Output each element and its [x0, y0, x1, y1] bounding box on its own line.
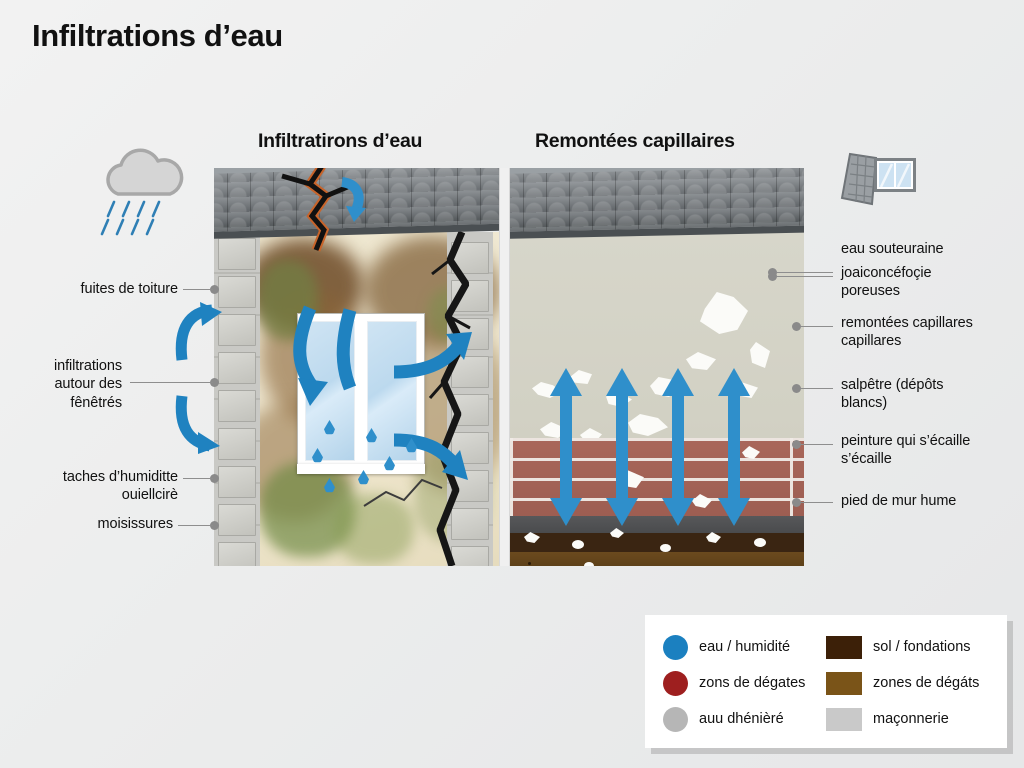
leader-dot [792, 322, 801, 331]
exterior-arrow-down [175, 395, 220, 454]
legend-swatch [663, 670, 688, 696]
roof-water-arrow [340, 177, 366, 222]
leader-line [801, 388, 833, 389]
water-droplet [406, 438, 417, 453]
foundation-band [510, 516, 804, 533]
panel-divider [499, 168, 510, 566]
water-arrow-right [393, 433, 468, 480]
water-droplet [366, 428, 377, 443]
leader-dot [210, 521, 219, 530]
label-moisissures: moisissures [97, 516, 174, 532]
legend-label: zons de dégates [699, 675, 806, 691]
gravel-fleck [524, 532, 540, 543]
salpetre-flake [628, 414, 668, 436]
legend-item: eau / humidité [663, 634, 826, 660]
wall-crack [428, 230, 471, 566]
label-infiltrations-fenetres: infiltrations autour des fênêtrés [53, 358, 122, 411]
legend-item: sol / fondations [826, 635, 989, 659]
water-arrow-up-right [393, 332, 472, 379]
hairline-crack [363, 478, 443, 507]
window-left [297, 314, 425, 474]
legend-label: zones de dégáts [873, 675, 980, 691]
water-droplet [358, 470, 369, 485]
leader-line [183, 478, 213, 479]
panel-heading-right: Remontées capillaires [535, 130, 735, 152]
panel-infiltrations [214, 168, 499, 566]
salpetre-flake [570, 370, 592, 384]
gravel-fleck [584, 562, 594, 566]
legend-item: auu dhénièré [663, 706, 826, 732]
legend-grid: eau / humidité sol / fondations zons de dé… [645, 615, 1007, 748]
legend-item: zons de dégates [663, 670, 826, 696]
stone-quoin-left [214, 232, 260, 566]
leader-dot [210, 474, 219, 483]
water-droplet [384, 456, 395, 471]
leader-line [801, 326, 833, 327]
label-joints-poreux: joaiconcéfoçie poreuses [841, 265, 932, 300]
rain-cloud-icon [96, 146, 192, 242]
salpetre-flake [750, 342, 770, 368]
leader-dot [792, 498, 801, 507]
gravel-fleck [610, 528, 624, 538]
water-droplet [324, 420, 335, 435]
legend-item: maçonnerie [826, 707, 989, 731]
label-fuites-de-toiture: fuites de toiture [80, 281, 179, 297]
legend-swatch [826, 707, 862, 731]
label-remontees-capillares: remontées capillares capillares [841, 315, 973, 350]
illustration-scene [214, 168, 804, 566]
leader-dot [210, 285, 219, 294]
salpetre-flake [686, 352, 716, 370]
stone-quoin-right [447, 232, 493, 566]
leader-line [801, 502, 833, 503]
leader-dot [792, 440, 801, 449]
label-peinture-ecaille: peinture qui s’écaille s’écaille [841, 433, 971, 468]
legend-swatch [826, 671, 862, 695]
legend-label: maçonnerie [873, 711, 949, 727]
leader-line [801, 444, 833, 445]
panel-remontees [510, 168, 804, 566]
leader-line [178, 525, 213, 526]
leader-dot [792, 384, 801, 393]
facade-right [510, 232, 804, 566]
gravel-fleck [754, 538, 766, 547]
gravel-fleck [660, 544, 671, 552]
leader-dot [768, 272, 777, 281]
facade-left [214, 230, 499, 566]
roof-right [510, 168, 804, 239]
leader-dot [210, 378, 219, 387]
gravel-fleck [572, 540, 584, 549]
exterior-arrow-up [175, 302, 222, 361]
legend-item: zones de dégáts [826, 671, 989, 695]
mold-patch [334, 494, 414, 564]
window-sill [297, 464, 425, 474]
legend-swatch [663, 634, 688, 660]
mold-patch [260, 462, 355, 557]
roof-window-icon [836, 146, 920, 216]
label-eau-souteuraine: eau souteuraine [841, 241, 944, 257]
leader-line [183, 289, 213, 290]
leader-line [777, 272, 833, 273]
leader-line [777, 276, 833, 277]
gravel-fleck [706, 532, 721, 543]
soil-layer [510, 552, 804, 566]
water-droplet [312, 448, 323, 463]
legend-label: sol / fondations [873, 639, 971, 655]
page-title: Infiltrations d’eau [32, 18, 283, 53]
label-salpetre: salpêtre (dépôts blancs) [841, 377, 944, 412]
label-taches-humidite: taches d’humiditte ouiellcirè [62, 469, 178, 504]
legend-box: eau / humidité sol / fondations zons de dé… [645, 615, 1007, 748]
label-pied-de-mur: pied de mur hume [841, 493, 957, 509]
panel-heading-left: Infiltratirons d’eau [258, 130, 423, 152]
legend-label: eau / humidité [699, 639, 791, 655]
water-droplet [324, 478, 335, 493]
leader-line [130, 382, 213, 383]
capillary-arrows [550, 368, 750, 526]
legend-swatch [663, 706, 688, 732]
legend-swatch [826, 635, 862, 659]
water-arrow-down-left [293, 305, 357, 406]
legend-label: auu dhénièré [699, 711, 784, 727]
